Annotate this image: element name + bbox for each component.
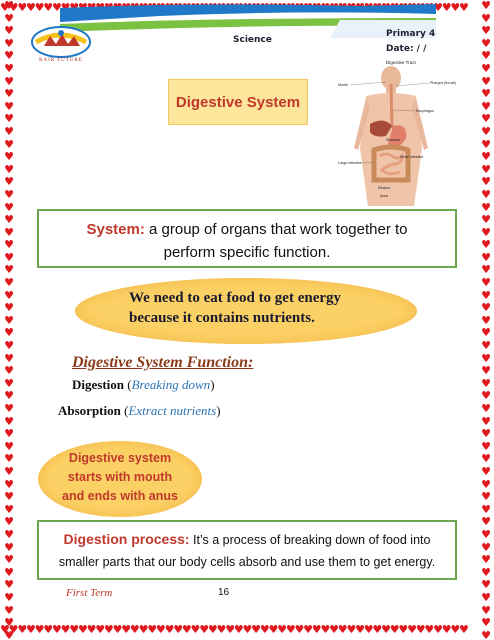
mouth-bubble-line-1: Digestive system: [68, 451, 172, 465]
right-hearts-border: ♥♥♥♥♥♥♥♥♥♥♥♥♥♥♥♥♥♥♥♥♥♥♥♥♥♥♥♥♥♥♥♥♥♥♥♥♥♥♥♥…: [481, 0, 491, 640]
label-anus: Anus: [380, 194, 388, 198]
function-heading: Digestive System Function:: [72, 354, 254, 371]
school-name: BAIR FUTURE: [39, 58, 83, 63]
process-text: It’s a process of breaking down of food …: [189, 533, 431, 547]
energy-line-1: We need to eat food to get energy: [129, 290, 342, 306]
system-definition-text: a group of organs that work together to: [144, 221, 408, 238]
mouth-bubble-line-2: starts with mouth: [67, 470, 173, 484]
absorption-term: Absorption: [58, 403, 121, 418]
grade-label: Primary 4: [386, 29, 436, 39]
date-label: Date: / /: [386, 44, 427, 54]
page-number: 16: [218, 587, 230, 598]
school-logo: [31, 26, 91, 58]
diagram-title: Digestive Tract: [386, 60, 417, 65]
system-definition-box: System: a group of organs that work toge…: [37, 209, 457, 268]
label-small-intestine: Small intestine: [400, 155, 423, 159]
mouth-bubble-line-3: and ends with anus: [62, 489, 178, 503]
digestion-note: Breaking down: [131, 377, 211, 392]
subject-label: Science: [233, 35, 272, 45]
label-rectum: Rectum: [378, 186, 390, 190]
digestion-line: Digestion (Breaking down): [72, 377, 215, 392]
process-keyword: Digestion process:: [63, 531, 190, 547]
absorption-line: Absorption (Extract nutrients): [58, 403, 221, 418]
label-mouth: Mouth: [338, 83, 348, 87]
bottom-hearts-border: ♥♥♥♥♥♥♥♥♥♥♥♥♥♥♥♥♥♥♥♥♥♥♥♥♥♥♥♥♥♥♥♥♥♥♥♥♥♥♥♥…: [0, 624, 469, 636]
digestive-tract-diagram: Digestive Tract Mouth Pharynx (throat) E…: [338, 60, 456, 206]
label-stomach: Stomach: [386, 138, 400, 142]
label-esophagus: Esophagus: [416, 109, 434, 113]
process-text-2: smaller parts that our body cells absorb…: [58, 555, 436, 569]
digestion-term: Digestion: [72, 377, 124, 392]
page-title: Digestive System: [168, 79, 308, 125]
system-definition-text-2: perform specific function.: [163, 244, 331, 261]
header-banner: [60, 4, 436, 38]
left-hearts-border: ♥♥♥♥♥♥♥♥♥♥♥♥♥♥♥♥♥♥♥♥♥♥♥♥♥♥♥♥♥♥♥♥♥♥♥♥♥♥♥♥…: [4, 0, 14, 640]
digestion-process-box: Digestion process: It’s a process of bre…: [37, 520, 457, 580]
label-large-intestine: Large intestine: [338, 161, 362, 165]
footer-term: First Term: [66, 587, 113, 599]
energy-line-2: because it contains nutrients.: [129, 310, 315, 326]
label-pharynx: Pharynx (throat): [430, 81, 456, 85]
energy-bubble: We need to eat food to get energy becaus…: [75, 278, 417, 344]
absorption-note: Extract nutrients: [128, 403, 217, 418]
mouth-anus-bubble: Digestive system starts with mouth and e…: [38, 441, 202, 517]
system-keyword: System:: [86, 221, 145, 238]
